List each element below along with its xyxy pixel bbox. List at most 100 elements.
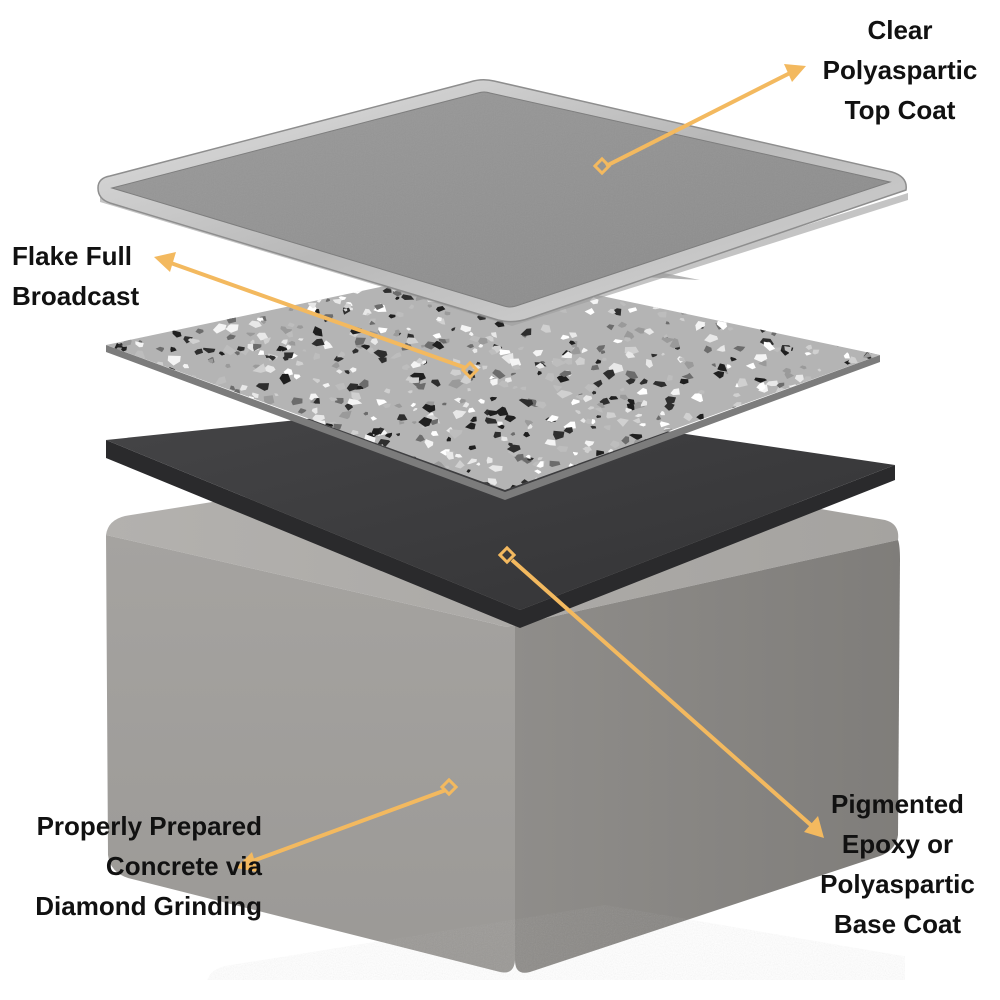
flake-chip (717, 313, 727, 320)
flake-chip (131, 427, 141, 433)
flake-chip (593, 379, 603, 388)
flake-chip (878, 313, 880, 319)
flake-chip (848, 356, 859, 364)
flake-chip (620, 301, 627, 307)
flake-chip (789, 267, 798, 273)
flake-chip (878, 309, 880, 314)
flake-chip (782, 329, 790, 333)
flake-chip (225, 363, 231, 369)
flake-chip (312, 378, 321, 384)
flake-chip (830, 409, 843, 420)
flake-chip (745, 362, 756, 370)
flake-chip (412, 408, 418, 412)
flake-chip (659, 421, 670, 428)
flake-chip (131, 330, 136, 334)
flake-chip (837, 284, 848, 290)
flake-chip (656, 286, 668, 295)
flake-chip (831, 439, 844, 449)
flake-chip (814, 328, 823, 335)
flake-chip (739, 420, 747, 427)
flake-chip (240, 384, 248, 391)
flake-chip (842, 384, 849, 389)
flake-chip (106, 480, 111, 486)
flake-chip (821, 235, 830, 241)
flake-chip (590, 364, 600, 371)
flake-chip (732, 293, 743, 301)
flake-chip (468, 445, 477, 451)
flake-chip (652, 381, 667, 388)
flake-chip (253, 343, 262, 351)
flake-chip (863, 307, 875, 315)
flake-chip (821, 252, 829, 257)
flake-chip (863, 352, 872, 358)
flake-chip (657, 311, 667, 318)
flake-chip (147, 319, 156, 326)
base-coat-top (106, 402, 895, 610)
flake-chip (721, 262, 731, 268)
flake-chip (117, 468, 128, 475)
flake-chip (370, 416, 378, 421)
flake-chip (874, 265, 880, 274)
flake-chip (584, 308, 595, 315)
base-coat-edge (106, 440, 895, 628)
flake-chip (784, 346, 792, 353)
flake-chip (787, 424, 792, 429)
flake-chip (652, 301, 664, 310)
flake-chip (580, 418, 587, 423)
flake-chip (373, 349, 388, 359)
flake-chip (713, 279, 718, 282)
flake-chip (313, 352, 320, 360)
flake-chip (575, 356, 585, 366)
flake-chip (118, 470, 130, 477)
flake-chip (235, 251, 245, 258)
flake-chip (367, 347, 376, 354)
flake-chip (873, 370, 877, 373)
flake-chip (883, 380, 890, 387)
flake-chip (659, 410, 666, 416)
flake-chip (293, 374, 301, 380)
flake-chip (617, 321, 627, 328)
flake-chip (594, 407, 604, 413)
flake-chip (815, 311, 825, 319)
flake-chip (288, 340, 296, 346)
flake-chip (394, 403, 403, 408)
flake-chip (282, 328, 293, 335)
flake-chip (520, 479, 529, 485)
flake-chip (376, 399, 388, 406)
flake-chip (710, 424, 721, 429)
flake-chip (824, 399, 838, 409)
flake-chip (763, 341, 776, 351)
flake-chip (679, 378, 689, 385)
flake-chip (671, 282, 678, 287)
flake-chip (429, 418, 439, 426)
flake-chip (832, 301, 837, 305)
flake-chip (695, 321, 706, 331)
flake-chip (250, 339, 255, 344)
flake-chip (703, 345, 712, 354)
flake-chip (821, 304, 829, 312)
base-coat-leader-line (510, 558, 814, 828)
flake-chip (233, 351, 240, 356)
flake-chip (460, 324, 472, 333)
flake-chip (729, 433, 735, 437)
flake-chip (844, 446, 854, 451)
flake-chip (843, 352, 850, 359)
flake-chip (822, 405, 835, 416)
flake-chip (776, 317, 783, 320)
flake-chip (653, 288, 659, 293)
flake-chip (504, 377, 512, 383)
flake-chip (490, 378, 498, 386)
flake-chip (124, 390, 131, 395)
flake-chip (395, 311, 404, 318)
concrete-leader-line (249, 788, 447, 864)
flake-chip (195, 328, 204, 334)
top-coat-leader-line (605, 70, 793, 168)
flake-chip (621, 436, 630, 445)
flake-chip (665, 321, 670, 325)
flake-chip (690, 393, 704, 403)
flake-chip (774, 434, 781, 438)
flake-chip (717, 363, 728, 372)
flake-chip (196, 315, 206, 323)
flake-chip (584, 418, 592, 425)
flake-chip (495, 406, 509, 417)
